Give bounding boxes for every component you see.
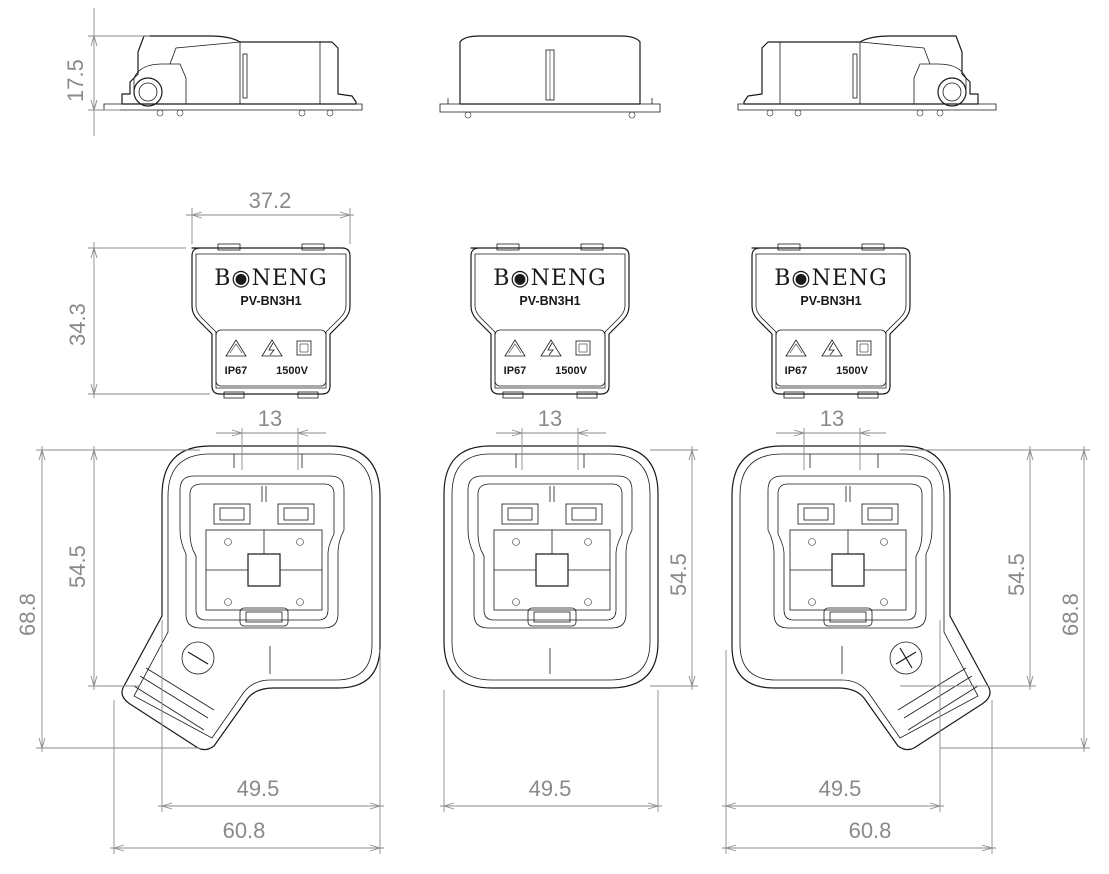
voltage-rating-text: 1500V [276, 365, 308, 377]
dim-outer-height-text: 68.8 [15, 593, 40, 636]
dim-inner-width-text: 49.5 [529, 776, 572, 801]
dimension-left-outer-height: 68.8 [15, 446, 200, 752]
dimension-label-height: 34.3 [65, 242, 210, 398]
ip-rating-text: IP67 [225, 365, 248, 377]
dimension-right-outer-height: 68.8 [940, 446, 1090, 752]
ip-rating-text: IP67 [504, 365, 527, 377]
dimension-left-inner-width: 49.5 [158, 620, 384, 812]
dimension-right-outer-width: 60.8 [722, 700, 996, 854]
dimension-right-inner-width: 49.5 [722, 620, 944, 812]
top-view-right-plus [731, 445, 991, 751]
model-text: PV-BN3H1 [240, 294, 301, 308]
dimension-pitch-center: 13 [496, 406, 606, 470]
dimension-left-outer-width: 60.8 [110, 700, 384, 854]
top-view-left-minus [121, 445, 381, 751]
dimension-side-height: 17.5 [63, 8, 150, 136]
dimension-center-inner-height: 54.5 [650, 446, 698, 690]
side-view-center [439, 35, 661, 119]
top-view-center [443, 445, 659, 689]
voltage-rating-text: 1500V [836, 365, 868, 377]
label-plate-center: B◉NENG PV-BN3H1 IP67 1500V [470, 243, 630, 399]
side-view-right [737, 35, 997, 117]
dim-inner-height-text: 54.5 [1004, 553, 1029, 596]
brand-text: B◉NENG [493, 266, 607, 291]
side-view-left [103, 35, 363, 117]
voltage-rating-text: 1500V [555, 365, 587, 377]
label-plate-left: B◉NENG PV-BN3H1 IP67 1500V [191, 243, 351, 399]
dim-outer-height-text: 68.8 [1058, 593, 1083, 636]
dimension-label-width: 37.2 [186, 188, 354, 244]
dim-label-width-text: 37.2 [249, 188, 292, 213]
brand-text: B◉NENG [214, 266, 328, 291]
dim-outer-width-text: 60.8 [223, 818, 266, 843]
model-text: PV-BN3H1 [519, 294, 580, 308]
brand-text: B◉NENG [774, 266, 888, 291]
dim-inner-width-text: 49.5 [237, 776, 280, 801]
dimension-center-inner-width: 49.5 [440, 690, 662, 812]
ip-rating-text: IP67 [785, 365, 808, 377]
model-text: PV-BN3H1 [800, 294, 861, 308]
dim-outer-width-text: 60.8 [849, 818, 892, 843]
dimension-right-inner-height: 54.5 [900, 446, 1036, 690]
dimension-left-inner-height: 54.5 [65, 446, 165, 690]
dimension-pitch-left: 13 [216, 406, 326, 470]
dim-pitch-text: 13 [820, 406, 844, 431]
dimension-pitch-right: 13 [776, 406, 886, 470]
label-plate-right: B◉NENG PV-BN3H1 IP67 1500V [751, 243, 911, 399]
dim-pitch-text: 13 [258, 406, 282, 431]
dim-inner-height-text: 54.5 [65, 545, 90, 588]
dim-inner-width-text: 49.5 [819, 776, 862, 801]
dim-inner-height-text: 54.5 [666, 553, 691, 596]
dim-label-height-text: 34.3 [65, 303, 90, 346]
dim-pitch-text: 13 [538, 406, 562, 431]
dim-side-height-text: 17.5 [63, 59, 88, 102]
